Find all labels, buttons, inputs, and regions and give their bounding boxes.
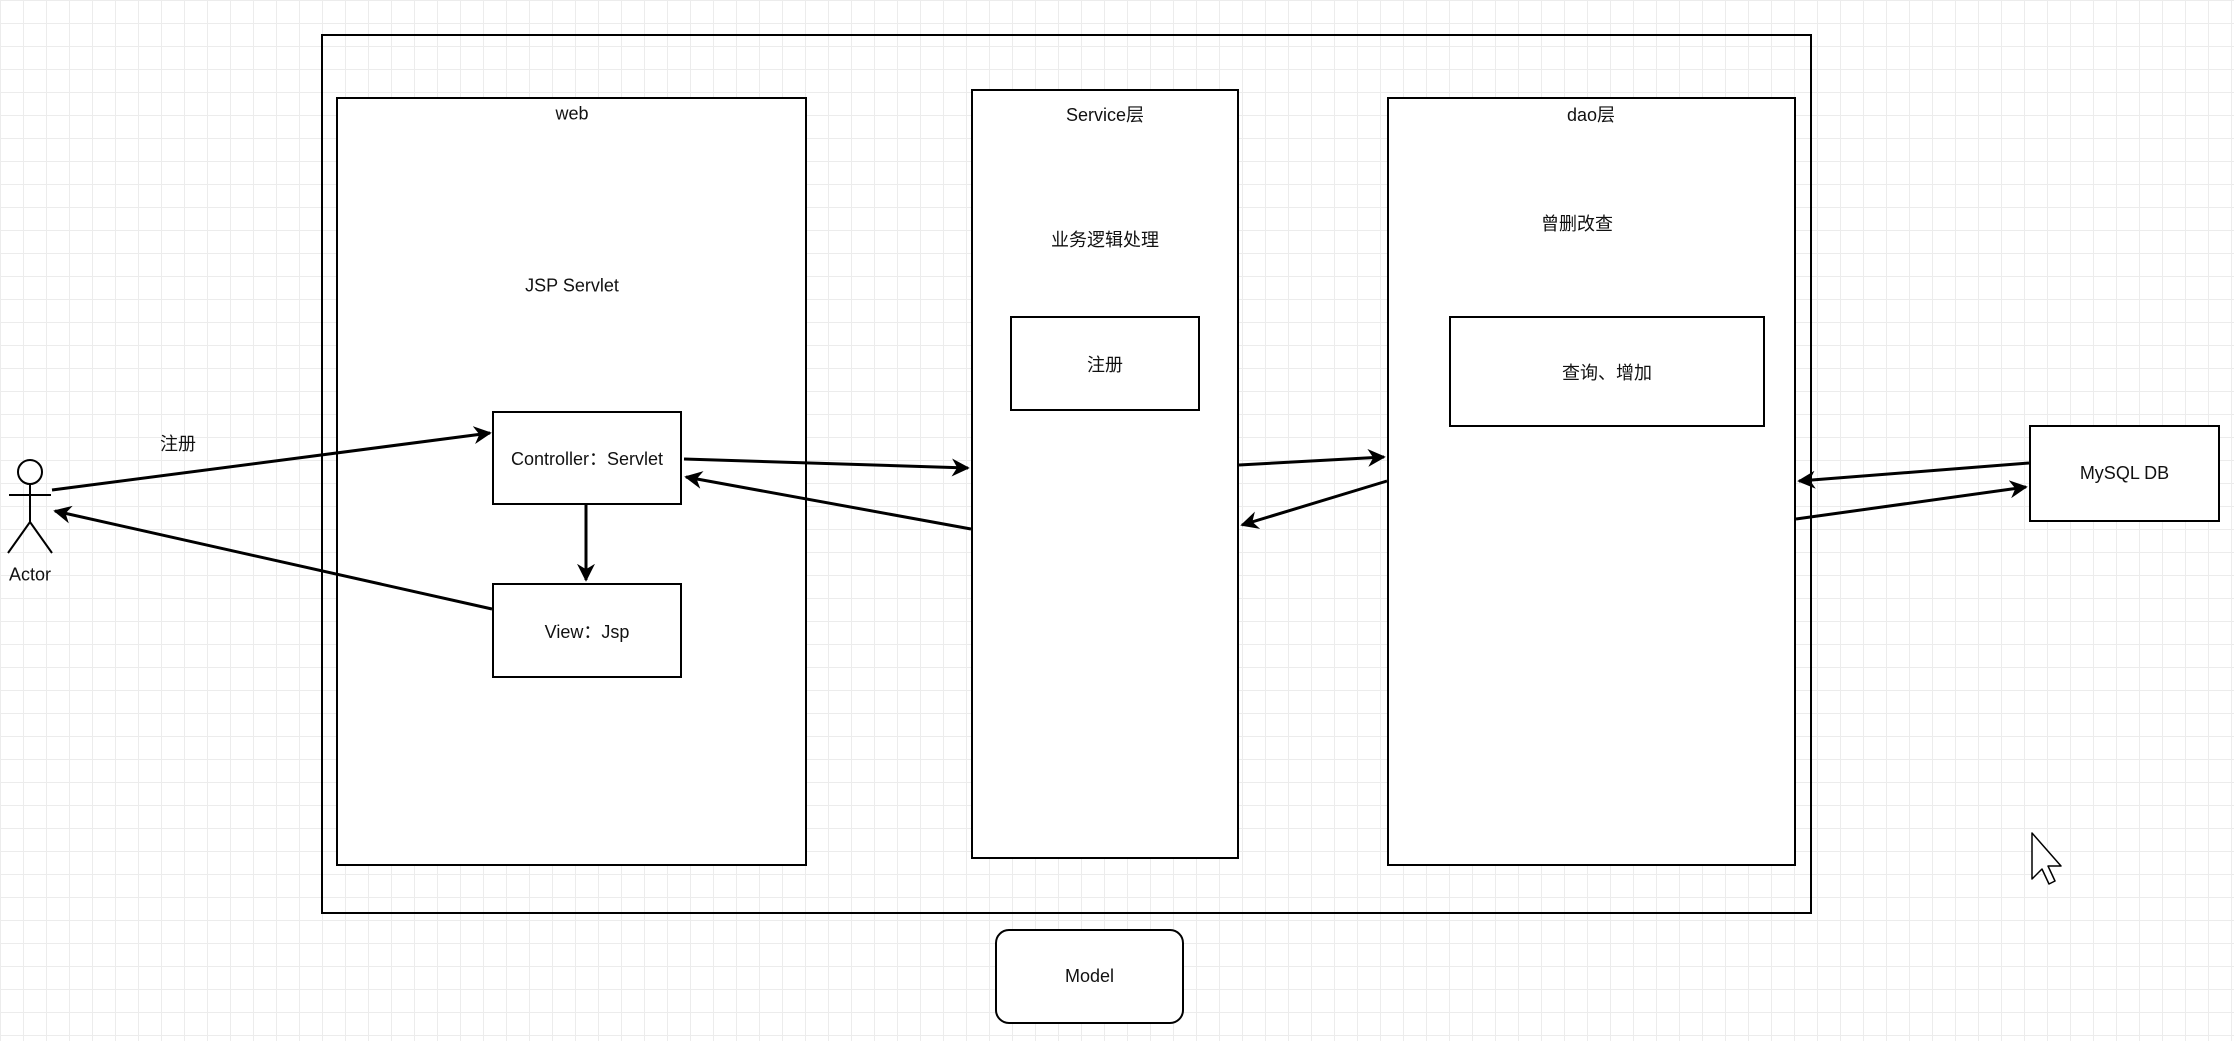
web-layer-desc: JSP Servlet [525,275,619,296]
arrow-view-to-actor [53,505,493,611]
dao-layer-title: dao层 [1566,105,1616,125]
service-register-box[interactable]: 注册 [1010,316,1200,411]
actor-icon[interactable] [7,459,53,554]
arrow-db-to-dao [1797,461,2030,489]
arrow-dao-to-service [1240,479,1388,529]
service-layer[interactable] [971,89,1239,859]
view-box[interactable]: View：Jsp [492,583,682,678]
mysql-db-box[interactable]: MySQL DB [2029,425,2220,522]
actor-leg-left [7,521,31,554]
service-layer-title: Service层 [1065,105,1145,125]
dao-layer-desc: 曾删改查 [1541,214,1613,234]
arrow-actor-to-controller [51,426,492,492]
controller-box[interactable]: Controller：Servlet [492,411,682,505]
arrow-service-to-dao [1238,448,1386,467]
arrow-dao-to-db [1795,480,2028,521]
mouse-cursor-icon [2031,832,2062,885]
actor-label: Actor [8,564,52,585]
dao-layer[interactable] [1387,97,1796,866]
actor-head [17,459,43,485]
register-edge-label: 注册 [160,434,196,454]
service-layer-desc: 业务逻辑处理 [1051,230,1159,250]
web-layer-title: web [555,103,589,124]
dao-query-box[interactable]: 查询、增加 [1449,316,1765,427]
arrow-service-to-controller [684,471,972,531]
arrow-controller-to-service [683,457,970,477]
web-layer[interactable] [336,97,807,866]
model-box[interactable]: Model [995,929,1184,1024]
actor-leg-right [29,521,53,554]
